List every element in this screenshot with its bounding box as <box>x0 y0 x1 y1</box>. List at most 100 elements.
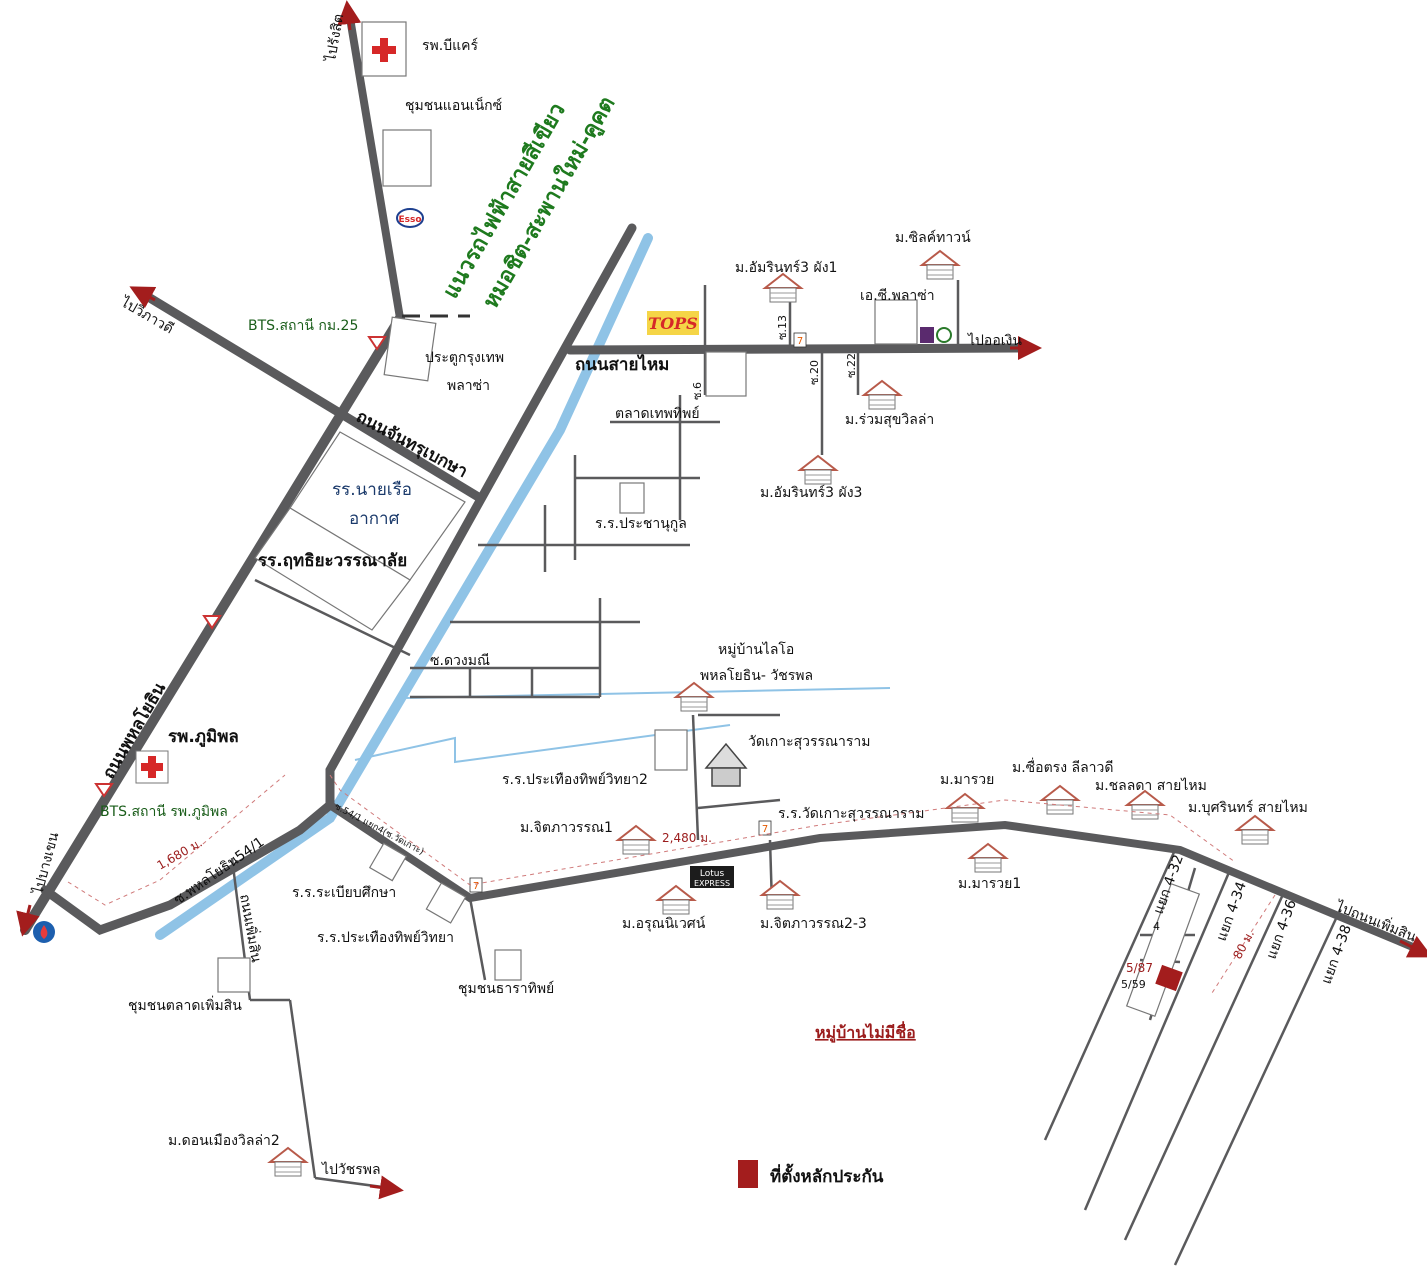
svg-text:Esso: Esso <box>398 215 421 225</box>
split-4-38-label: แยก 4-38 <box>1319 923 1355 987</box>
house-icon <box>617 825 655 855</box>
bhumibol-hospital-label: รพ.ภูมิพล <box>168 727 239 748</box>
bts-bhumibol-label: BTS.สถานี รพ.ภูมิพล <box>100 804 228 820</box>
house-icon <box>764 273 802 303</box>
marauy-label: ม.มารวย <box>940 772 994 788</box>
plot-4-label: 4 <box>1153 920 1160 933</box>
ptt-station-icon <box>33 921 55 943</box>
tops-logo: TOPS <box>647 311 699 335</box>
split-4-36-label: แยก 4-36 <box>1264 898 1300 962</box>
wat-ko-school-label: ร.ร.วัดเกาะสุวรรณาราม <box>778 806 924 822</box>
house-icon <box>969 843 1007 873</box>
navy-school-label-1: รร.นายเรือ <box>332 480 412 500</box>
bcare-hospital-icon <box>372 38 396 62</box>
navy-school-label-2: อากาศ <box>349 509 400 529</box>
soi6-label: ซ.6 <box>691 382 704 400</box>
house-icon <box>799 455 837 485</box>
wat-ko-label: วัดเกาะสุวรรณาราม <box>748 734 871 750</box>
house-icon <box>921 250 959 280</box>
bts-km25-icon <box>367 336 387 351</box>
svg-text:Lotus: Lotus <box>700 869 725 879</box>
to-watcharaphon-label: ไปวัชรพล <box>321 1161 381 1178</box>
collateral-plot <box>1155 964 1183 992</box>
direction-arrows <box>16 0 1427 1200</box>
house-icon <box>1041 785 1079 815</box>
temple-icon <box>704 742 748 787</box>
minor-roads <box>230 280 1342 1266</box>
no-name-village-label: หมู่บ้านไม่มีชื่อ <box>815 1021 916 1044</box>
annex-community-label: ชุมชนแอนเน็กซ์ <box>405 96 502 114</box>
esso-icon: Esso <box>396 208 424 228</box>
arunniwet-label: ม.อรุณนิเวศน์ <box>622 915 706 932</box>
to-ongoen-label: ไปออเงิน <box>967 332 1022 349</box>
marauy1-label: ม.มารวย1 <box>958 876 1021 892</box>
jitpawan23-label: ม.จิตภาวรรณ2-3 <box>760 916 867 932</box>
svg-text:EXPRESS: EXPRESS <box>694 879 730 888</box>
soi13-label: ซ.13 <box>776 315 789 340</box>
distance-80-label: 80 ม. <box>1230 928 1257 962</box>
rittiya-school-label: รร.ฤทธิยะวรรณาลัย <box>258 551 407 571</box>
bussarin-label: ม.บุศรินทร์ สายไหม <box>1188 799 1308 816</box>
chonlada-label: ม.ชลลดา สายไหม <box>1095 777 1207 794</box>
saimai-rd-label: ถนนสายไหม <box>575 354 669 375</box>
distance-routes <box>67 774 1276 994</box>
house-icon <box>946 793 984 823</box>
plaza-label: พลาซ่า <box>447 378 490 394</box>
don-mueang-villa-label: ม.ดอนเมืองวิลล่า2 <box>168 1133 280 1149</box>
legend-collateral-swatch <box>738 1160 758 1188</box>
to-rangsit-label: ไปรังสิต <box>322 13 347 64</box>
amarin3-zone1-label: ม.อัมรินทร์3 ผัง1 <box>735 259 837 276</box>
svg-text:TOPS: TOPS <box>648 314 697 333</box>
canal-branch-lower <box>354 724 731 764</box>
house-icon <box>1236 815 1274 845</box>
bts-mid-icon <box>202 615 222 630</box>
legend-collateral-label: ที่ตั้งหลักประกัน <box>770 1163 884 1187</box>
tharathip-label: ชุมชนธาราทิพย์ <box>458 980 554 997</box>
lotus-express-logo: Lotus EXPRESS <box>690 866 734 888</box>
bank-icon <box>936 327 952 343</box>
ruamsuk-villa-label: ม.ร่วมสุขวิลล่า <box>845 412 934 428</box>
plot-559-label: 5/59 <box>1121 978 1146 991</box>
house-icon <box>675 682 713 712</box>
soi22-label: ซ.22 <box>845 353 858 378</box>
seven-eleven-icon <box>793 332 807 348</box>
pratu-krungthep-label: ประตูกรุงเทพ <box>425 350 504 366</box>
canal <box>155 233 653 940</box>
shop-icon <box>920 327 934 343</box>
laio-village-label-2: พหลโยธิน- วัชรพล <box>700 667 813 684</box>
legend: ที่ตั้งหลักประกัน <box>738 1160 884 1188</box>
silk-town-label: ม.ซิลค์ทาวน์ <box>895 229 971 246</box>
house-icon <box>863 380 901 410</box>
duangmanee-label: ซ.ดวงมณี <box>430 653 490 669</box>
house-icon <box>269 1147 307 1177</box>
seven-eleven-icon <box>469 877 483 893</box>
plot-587-label: 5/87 <box>1126 961 1153 975</box>
distance-2480-label: 2,480 ม. <box>662 831 712 845</box>
house-icon <box>761 880 799 910</box>
rabiab-school-label: ร.ร.ระเบียบศึกษา <box>292 885 396 901</box>
seven-eleven-icon <box>758 820 772 836</box>
to-bangkhen-label: ไปบางเขน <box>29 830 62 897</box>
prathueang-school-label: ร.ร.ประเทืองทิพย์วิทยา <box>317 929 454 946</box>
building-blocks <box>217 21 1201 1017</box>
bts-km25-label: BTS.สถานี กม.25 <box>248 318 358 334</box>
soi20-label: ซ.20 <box>808 360 821 385</box>
prachanukul-school-label: ร.ร.ประชานุกูล <box>595 516 687 532</box>
bhumibol-hospital-icon <box>135 750 169 784</box>
laio-village-label-1: หมู่บ้านไลโอ <box>718 641 794 658</box>
soi-54-1-label: ซ.54/1 แยก4(ซ.วัดเกาะ) <box>333 802 426 858</box>
talat-termsin-label: ชุมชนตลาดเพิ่มสิน <box>128 996 242 1014</box>
thepthip-market-label: ตลาดเทพทิพย์ <box>615 405 700 422</box>
house-icon <box>657 885 695 915</box>
jitpawan1-label: ม.จิตภาวรรณ1 <box>520 820 613 836</box>
distance-1680-label: 1,680 ม. <box>155 836 205 873</box>
prathueang-school2-label: ร.ร.ประเทืองทิพย์วิทยา2 <box>502 771 648 788</box>
suetrong-label: ม.ซื่อตรง ลีลาวดี <box>1012 758 1113 776</box>
amarin3-zone3-label: ม.อัมรินทร์3 ผัง3 <box>760 484 862 501</box>
house-icon <box>1126 790 1164 820</box>
ac-plaza-label: เอ.ซี.พลาซ่า <box>860 288 935 304</box>
rittiya-block <box>254 507 411 631</box>
bts-bhumibol-icon <box>94 783 114 798</box>
bcare-hospital-label: รพ.บีแคร์ <box>422 37 478 54</box>
